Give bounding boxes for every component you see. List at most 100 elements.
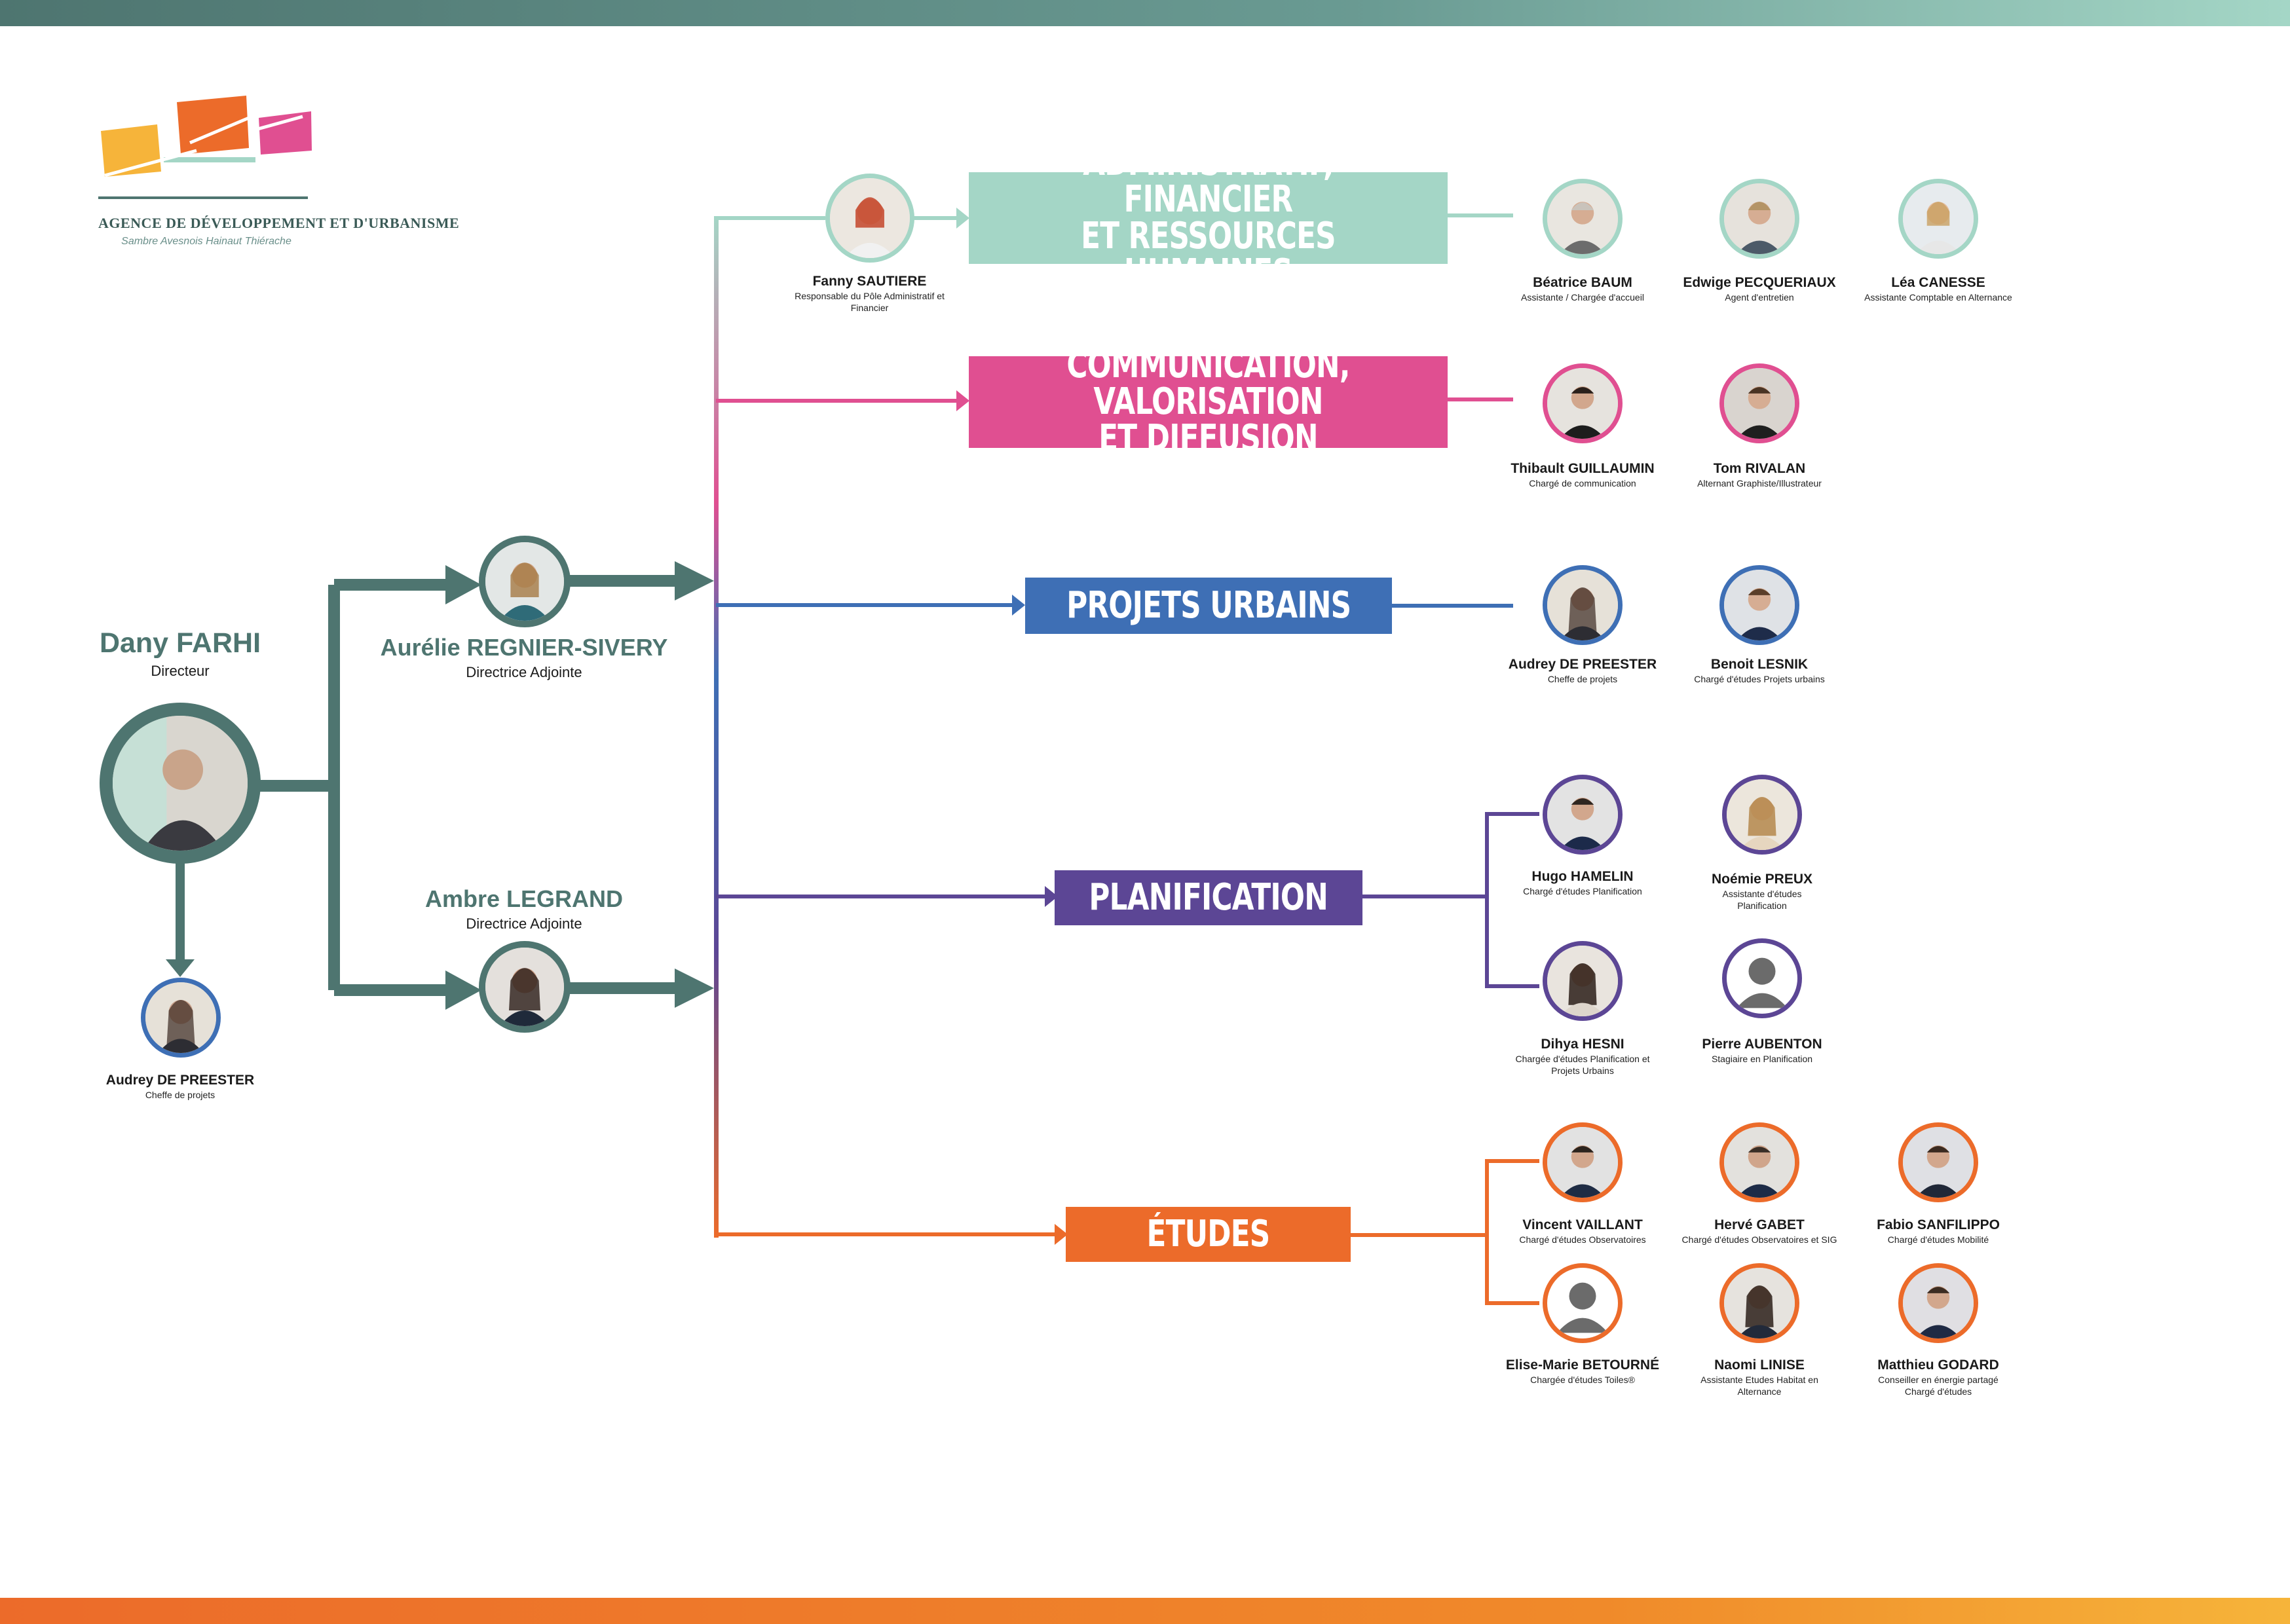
- pole-communication-title: Communication, valorisation et diffusion: [969, 347, 1448, 457]
- portrait-icon: [1903, 183, 1974, 254]
- member-name: Benoit LESNIK: [1710, 657, 1809, 672]
- member-photo: [1719, 363, 1799, 443]
- user-placeholder-icon: [1557, 1282, 1608, 1333]
- pole-urban-projects-title: Projets urbains: [1025, 578, 1392, 634]
- admin-head-role: Responsable du Pôle Administratif et Fin…: [795, 291, 945, 313]
- portrait-icon: [1724, 1127, 1795, 1198]
- deputy-1-name: Aurélie REGNIER-SIVERY: [380, 634, 668, 661]
- member-name: Tom RIVALAN: [1713, 461, 1806, 476]
- pole-admin-title: Administratif, financier et ressources h…: [969, 145, 1448, 291]
- member-name: Naomi LINISE: [1714, 1357, 1805, 1373]
- portrait-icon: [1547, 779, 1618, 850]
- member-photo: [1543, 1263, 1623, 1343]
- bottom-band: [0, 1598, 2290, 1624]
- director-report-name: Audrey DE PREESTER: [105, 1073, 255, 1088]
- member-role: Agent d'entretien: [1725, 292, 1794, 303]
- portrait-icon: [1903, 1268, 1974, 1338]
- portrait-icon: [1547, 183, 1618, 254]
- logo-rule: [98, 196, 308, 199]
- portrait-icon: [1547, 570, 1618, 640]
- admin-head-photo: [825, 174, 914, 263]
- deputy-2-name: Ambre LEGRAND: [424, 885, 624, 912]
- member-name: Fabio SANFILIPPO: [1877, 1217, 2000, 1232]
- portrait-icon: [1547, 368, 1618, 439]
- member-role: Chargée d'études Toiles®: [1530, 1375, 1635, 1385]
- member-photo: [1719, 1122, 1799, 1202]
- member-role: Chargé de communication: [1529, 478, 1636, 489]
- member-role: Stagiaire en Planification: [1711, 1054, 1813, 1064]
- pole-studies-title: Études: [1066, 1207, 1351, 1262]
- member-name: Matthieu GODARD: [1877, 1357, 1999, 1373]
- deputy-2-photo: [479, 941, 571, 1033]
- admin-head-name: Fanny SAUTIERE: [812, 274, 927, 289]
- member-name: Dihya HESNI: [1541, 1037, 1624, 1052]
- portrait-icon: [145, 982, 216, 1053]
- member-role: Conseiller en énergie partagé Chargé d'é…: [1878, 1375, 1999, 1397]
- deputy-1-photo: [479, 536, 571, 627]
- member-photo: [1543, 363, 1623, 443]
- portrait-icon: [1724, 183, 1795, 254]
- member-photo: [1898, 179, 1978, 259]
- member-name: Hugo HAMELIN: [1531, 869, 1634, 884]
- member-name: Hervé GABET: [1714, 1217, 1805, 1232]
- member-photo: [1722, 775, 1802, 855]
- logo-subtitle: Sambre Avesnois Hainaut Thiérache: [121, 236, 291, 247]
- director-report-role: Cheffe de projets: [145, 1090, 216, 1100]
- member-name: Audrey DE PREESTER: [1508, 657, 1657, 672]
- portrait-icon: [830, 178, 910, 258]
- director-report-photo: [141, 978, 221, 1058]
- member-photo: [1898, 1263, 1978, 1343]
- portrait-icon: [485, 948, 564, 1026]
- portrait-icon: [1903, 1127, 1974, 1198]
- member-role: Chargé d'études Mobilité: [1887, 1234, 1989, 1245]
- member-photo: [1543, 1122, 1623, 1202]
- member-name: Léa CANESSE: [1891, 275, 1985, 290]
- portrait-icon: [485, 542, 564, 621]
- member-role: Chargé d'études Observatoires et SIG: [1681, 1234, 1837, 1245]
- logo-mark: [101, 96, 312, 177]
- member-role: Cheffe de projets: [1547, 674, 1618, 684]
- portrait-icon: [1724, 1268, 1795, 1338]
- member-photo: [1722, 938, 1802, 1018]
- member-role: Chargé d'études Observatoires: [1519, 1234, 1646, 1245]
- pole-planning-title: Planification: [1055, 870, 1362, 925]
- director-portrait-icon: [113, 716, 248, 851]
- deputy-1-role: Directrice Adjointe: [466, 664, 582, 680]
- portrait-icon: [1724, 570, 1795, 640]
- member-name: Pierre AUBENTON: [1702, 1037, 1822, 1052]
- portrait-icon: [1724, 368, 1795, 439]
- director-arrowheads: [166, 561, 714, 1010]
- member-role: Chargé d'études Planification: [1523, 886, 1642, 896]
- member-photo: [1719, 179, 1799, 259]
- member-role: Alternant Graphiste/Illustrateur: [1697, 478, 1822, 489]
- member-role: Assistante / Chargée d'accueil: [1521, 292, 1644, 303]
- member-photo: [1543, 775, 1623, 855]
- member-name: Thibault GUILLAUMIN: [1511, 461, 1655, 476]
- member-role: Chargée d'études Planification et Projet…: [1515, 1054, 1650, 1076]
- member-name: Noémie PREUX: [1711, 872, 1813, 887]
- top-band: [0, 0, 2290, 26]
- member-role: Chargé d'études Projets urbains: [1694, 674, 1825, 684]
- director-connectors: [176, 575, 675, 996]
- member-photo: [1543, 565, 1623, 645]
- user-placeholder-icon: [1736, 957, 1788, 1008]
- member-photo: [1719, 1263, 1799, 1343]
- portrait-icon: [1727, 779, 1797, 850]
- member-photo: [1543, 941, 1623, 1021]
- member-photo: [1719, 565, 1799, 645]
- director-name: Dany FARHI: [99, 627, 261, 659]
- member-name: Vincent VAILLANT: [1522, 1217, 1643, 1232]
- member-name: Béatrice BAUM: [1533, 275, 1632, 290]
- member-photo: [1543, 179, 1623, 259]
- director-photo: [100, 703, 261, 864]
- portrait-icon: [1547, 946, 1618, 1016]
- pole-spine: [714, 216, 719, 1238]
- member-photo: [1898, 1122, 1978, 1202]
- portrait-icon: [1547, 1127, 1618, 1198]
- member-name: Edwige PECQUERIAUX: [1683, 275, 1836, 290]
- member-role: Assistante Comptable en Alternance: [1864, 292, 2012, 303]
- member-role: Assistante Etudes Habitat en Alternance: [1700, 1375, 1818, 1397]
- member-name: Elise-Marie BETOURNÉ: [1505, 1357, 1660, 1373]
- member-role: Assistante d'études Planification: [1722, 889, 1802, 911]
